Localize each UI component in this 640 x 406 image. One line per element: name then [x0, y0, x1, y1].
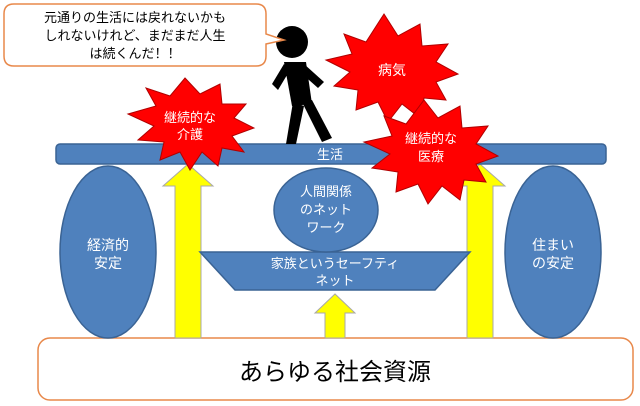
speech-line-2: しれないけれど、まだまだ人生: [44, 29, 225, 44]
relationships-line-1: 人間関係: [300, 185, 352, 200]
support-arrow-left: [161, 163, 215, 339]
social-resources-label: あらゆる社会資源: [239, 358, 431, 386]
relationships-network: 人間関係 のネット ワーク: [273, 167, 379, 253]
housing-stability-pillar: 住まい の安定: [504, 165, 602, 339]
family-safety-net: 家族というセーフティ ネット: [198, 251, 472, 291]
relationships-line-3: ワーク: [306, 221, 345, 236]
family-net-line-1: 家族というセーフティ: [271, 256, 399, 272]
speech-line-1: 元通りの生活には戻れないかも: [44, 11, 226, 26]
social-resources-box: あらゆる社会資源: [37, 337, 634, 401]
illness-label: 病気: [378, 63, 406, 79]
economic-label-line-2: 安定: [94, 256, 122, 272]
support-arrow-center: [313, 293, 357, 339]
burst-illness: 病気: [324, 13, 460, 123]
family-net-line-2: ネット: [315, 274, 354, 289]
burst-ongoing-medical: 継続的な 医療: [362, 99, 500, 205]
platform-label: 生活: [317, 148, 343, 163]
person-figure: [272, 26, 332, 144]
ongoing-care-line-2: 介護: [177, 127, 203, 143]
economic-stability-pillar: 経済的 安定: [59, 165, 157, 339]
speech-bubble: 元通りの生活には戻れないかも しれないけれど、まだまだ人生 は続くんだ！！: [3, 3, 287, 67]
ongoing-medical-line-2: 医療: [418, 150, 444, 165]
ongoing-medical-line-1: 継続的な: [405, 131, 457, 147]
life-platform: 生活: [55, 143, 607, 165]
housing-label-line-1: 住まい: [532, 238, 574, 254]
burst-ongoing-care: 継続的な 介護: [126, 77, 256, 171]
relationships-line-2: のネット: [300, 203, 352, 218]
housing-label-line-2: の安定: [532, 256, 574, 272]
ongoing-care-line-1: 継続的な: [164, 110, 216, 126]
speech-line-3: は続くんだ！！: [89, 47, 180, 62]
economic-label-line-1: 経済的: [87, 238, 129, 254]
support-arrow-right: [453, 163, 507, 339]
